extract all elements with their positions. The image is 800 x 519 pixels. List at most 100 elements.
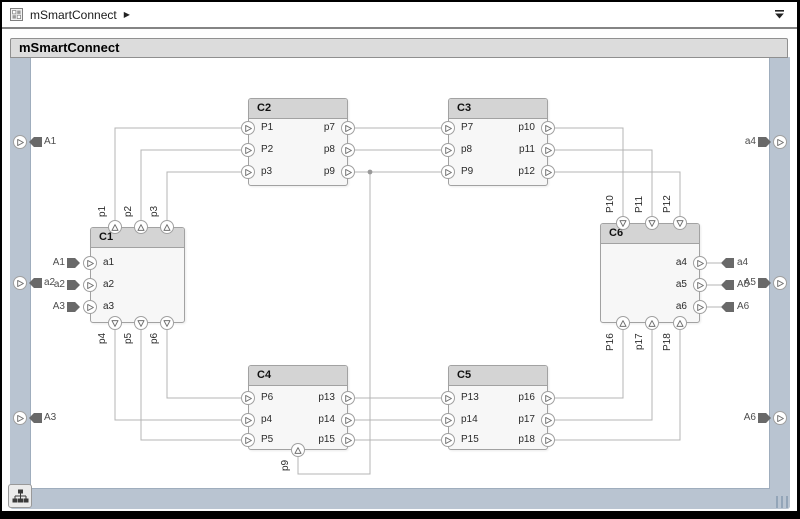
connection-tag-A3[interactable] (67, 302, 80, 312)
port-C4-P5[interactable] (241, 433, 255, 447)
port-C4-p4[interactable] (241, 413, 255, 427)
port-C2-P1[interactable] (241, 121, 255, 135)
port-label: P13 (461, 392, 479, 403)
port-C5-p14[interactable] (441, 413, 455, 427)
external-port-A5[interactable] (773, 276, 787, 290)
port-C6-a5[interactable] (693, 278, 707, 292)
connector-wire[interactable] (555, 330, 653, 421)
collapse-explorer-icon[interactable] (774, 9, 785, 20)
port-C1-p1[interactable] (108, 220, 122, 234)
connection-tag-label: A5 (737, 279, 750, 290)
port-C1-p6[interactable] (160, 316, 174, 330)
connector-wire[interactable] (166, 171, 241, 220)
right-triangle-icon (345, 416, 352, 424)
port-C3-P9[interactable] (441, 165, 455, 179)
port-C6-P12[interactable] (673, 216, 687, 230)
port-C2-P2[interactable] (241, 143, 255, 157)
port-C5-P13[interactable] (441, 391, 455, 405)
port-C4-P6[interactable] (241, 391, 255, 405)
external-port-A3[interactable] (13, 411, 27, 425)
port-C5-p17[interactable] (541, 413, 555, 427)
component-C5[interactable]: C5 (448, 365, 548, 450)
tree-icon (12, 489, 28, 502)
connector-wire[interactable] (555, 330, 624, 399)
port-label: p11 (519, 144, 535, 155)
port-C3-p8[interactable] (441, 143, 455, 157)
port-C6-P10[interactable] (616, 216, 630, 230)
component-C2[interactable]: C2 (248, 98, 348, 186)
port-C5-p16[interactable] (541, 391, 555, 405)
port-C1-a1[interactable] (83, 256, 97, 270)
component-header-C2[interactable]: C2 (249, 99, 347, 119)
connector-wire[interactable] (140, 330, 241, 441)
port-C3-p10[interactable] (541, 121, 555, 135)
connector-wire[interactable] (555, 149, 653, 216)
port-C5-P15[interactable] (441, 433, 455, 447)
connector-wire[interactable] (140, 149, 241, 220)
port-C2-p7[interactable] (341, 121, 355, 135)
port-C6-a4[interactable] (693, 256, 707, 270)
component-header-C5[interactable]: C5 (449, 366, 547, 386)
port-C4-p14[interactable] (341, 413, 355, 427)
port-C3-P7[interactable] (441, 121, 455, 135)
port-C1-p2[interactable] (134, 220, 148, 234)
connector-wire[interactable] (297, 172, 371, 475)
component-C3[interactable]: C3 (448, 98, 548, 186)
connector-wire[interactable] (555, 171, 681, 216)
up-triangle-icon (294, 446, 302, 454)
component-header-C4[interactable]: C4 (249, 366, 347, 386)
port-C2-p8[interactable] (341, 143, 355, 157)
connector-wire[interactable] (114, 127, 241, 220)
connection-tag-A5[interactable] (721, 280, 734, 290)
external-port-tag-a4[interactable] (758, 137, 771, 147)
port-C4-p15[interactable] (341, 433, 355, 447)
port-C1-p5[interactable] (134, 316, 148, 330)
port-C4-p9[interactable] (291, 443, 305, 457)
connection-tag-A1[interactable] (67, 258, 80, 268)
port-C6-a6[interactable] (693, 300, 707, 314)
frame-edge-bottom[interactable] (10, 488, 790, 509)
connector-wire[interactable] (555, 127, 624, 216)
external-port-tag-A5[interactable] (758, 278, 771, 288)
external-port-tag-a2[interactable] (29, 278, 42, 288)
external-port-label: A1 (44, 136, 57, 147)
external-port-a2[interactable] (13, 276, 27, 290)
component-C4[interactable]: C4 (248, 365, 348, 450)
resize-grip[interactable] (774, 495, 792, 509)
component-header-C3[interactable]: C3 (449, 99, 547, 119)
port-C5-p18[interactable] (541, 433, 555, 447)
port-C1-p3[interactable] (160, 220, 174, 234)
connection-tag-a4[interactable] (721, 258, 734, 268)
port-C6-P11[interactable] (645, 216, 659, 230)
connection-tag-a2[interactable] (67, 280, 80, 290)
external-port-tag-A1[interactable] (29, 137, 42, 147)
port-C1-p4[interactable] (108, 316, 122, 330)
external-port-tag-A3[interactable] (29, 413, 42, 423)
connector-wire[interactable] (114, 330, 241, 421)
connector-wire[interactable] (555, 330, 681, 441)
breadcrumb-model-name[interactable]: mSmartConnect (30, 7, 117, 22)
port-C4-p13[interactable] (341, 391, 355, 405)
external-port-A1[interactable] (13, 135, 27, 149)
hierarchy-badge[interactable] (8, 484, 32, 508)
up-triangle-icon (137, 223, 145, 231)
external-port-tag-A6[interactable] (758, 413, 771, 423)
port-label: p16 (518, 392, 535, 403)
port-C2-p3[interactable] (241, 165, 255, 179)
frame-title-bar[interactable]: mSmartConnect (10, 38, 788, 58)
port-C3-p11[interactable] (541, 143, 555, 157)
port-C2-p9[interactable] (341, 165, 355, 179)
connector-wire[interactable] (166, 330, 241, 399)
external-port-A6[interactable] (773, 411, 787, 425)
port-C6-P16[interactable] (616, 316, 630, 330)
external-port-a4[interactable] (773, 135, 787, 149)
component-C1[interactable]: C1 (90, 227, 185, 323)
port-C6-P18[interactable] (673, 316, 687, 330)
port-C3-p12[interactable] (541, 165, 555, 179)
port-C6-p17[interactable] (645, 316, 659, 330)
port-C1-a2[interactable] (83, 278, 97, 292)
breadcrumb-expand-arrow[interactable]: ▶ (123, 10, 130, 19)
port-C1-a3[interactable] (83, 300, 97, 314)
connection-tag-A6[interactable] (721, 302, 734, 312)
